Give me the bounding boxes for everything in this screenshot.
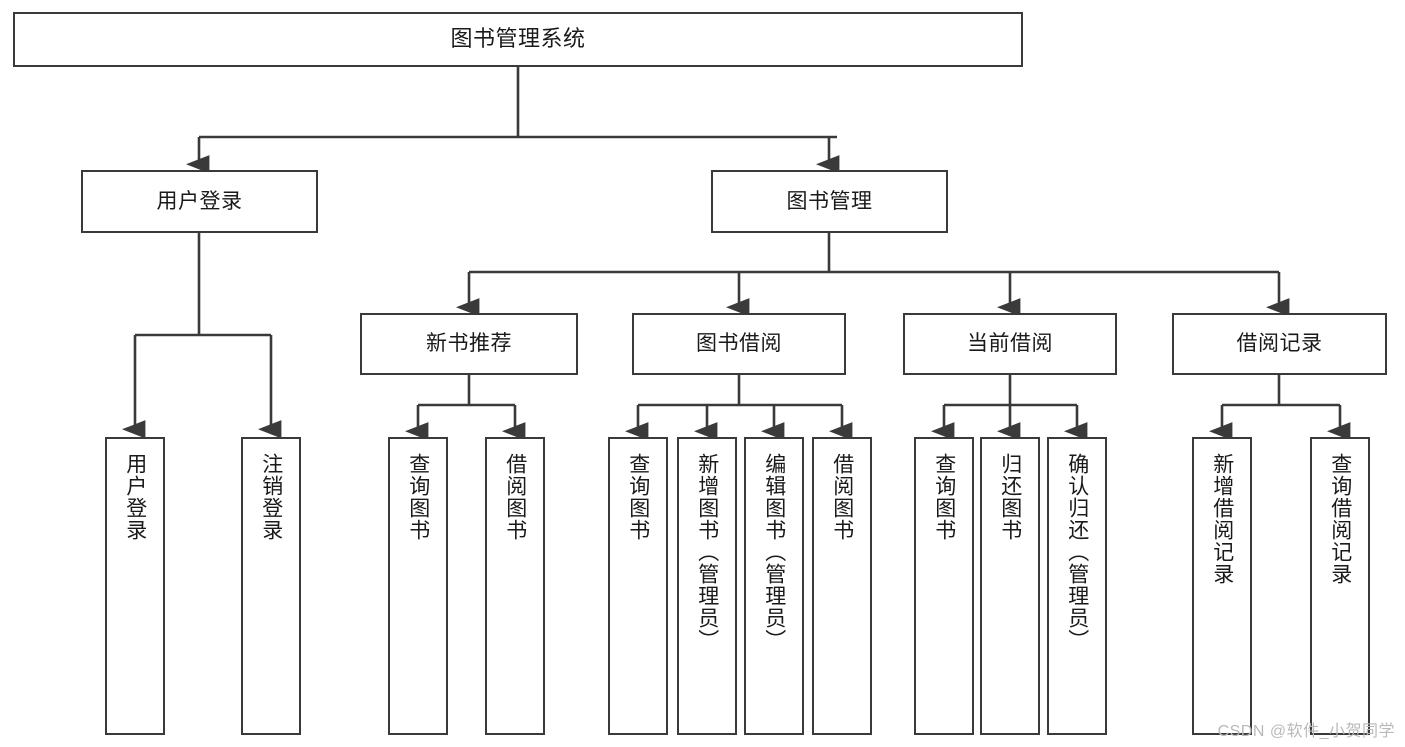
node-leaf-bookborrow-query-book-label: 查询图书 bbox=[626, 453, 650, 541]
node-leaf-bookborrow-edit-book-label: 编辑图书（管理员） bbox=[762, 453, 786, 651]
node-borrow-record-label: 借阅记录 bbox=[1236, 332, 1323, 356]
node-leaf-bookborrow-add-book-label: 新增图书（管理员） bbox=[695, 453, 719, 651]
node-book-borrow[interactable]: 图书借阅 bbox=[632, 313, 846, 375]
node-leaf-currentborrow-query-book[interactable]: 查询图书 bbox=[914, 437, 974, 735]
node-leaf-bookborrow-borrow-book-label: 借阅图书 bbox=[830, 453, 854, 541]
watermark-text: CSDN @软件_小贺同学 bbox=[1217, 723, 1395, 740]
node-leaf-bookborrow-add-book[interactable]: 新增图书（管理员） bbox=[677, 437, 737, 735]
node-leaf-bookborrow-borrow-book[interactable]: 借阅图书 bbox=[812, 437, 872, 735]
node-user-login[interactable]: 用户登录 bbox=[81, 170, 318, 233]
node-leaf-currentborrow-query-book-label: 查询图书 bbox=[932, 453, 956, 541]
node-leaf-currentborrow-confirm-return[interactable]: 确认归还（管理员） bbox=[1047, 437, 1107, 735]
node-borrow-record[interactable]: 借阅记录 bbox=[1172, 313, 1387, 375]
node-leaf-currentborrow-confirm-return-label: 确认归还（管理员） bbox=[1065, 453, 1089, 651]
node-book-management[interactable]: 图书管理 bbox=[711, 170, 948, 233]
node-book-borrow-label: 图书借阅 bbox=[696, 332, 782, 356]
node-root-label: 图书管理系统 bbox=[450, 26, 586, 52]
node-leaf-borrowrecord-add-record[interactable]: 新增借阅记录 bbox=[1192, 437, 1252, 735]
node-leaf-newbook-borrow-book[interactable]: 借阅图书 bbox=[485, 437, 545, 735]
node-leaf-currentborrow-return-book-label: 归还图书 bbox=[998, 453, 1022, 541]
node-leaf-currentborrow-return-book[interactable]: 归还图书 bbox=[980, 437, 1040, 735]
node-leaf-borrowrecord-query-record-label: 查询借阅记录 bbox=[1328, 453, 1352, 585]
node-leaf-user-login[interactable]: 用户登录 bbox=[105, 437, 165, 735]
node-root-book-management-system[interactable]: 图书管理系统 bbox=[13, 12, 1023, 67]
node-leaf-logout-label: 注销登录 bbox=[259, 453, 283, 541]
node-leaf-user-login-label: 用户登录 bbox=[123, 453, 147, 541]
node-leaf-borrowrecord-add-record-label: 新增借阅记录 bbox=[1210, 453, 1234, 585]
node-leaf-bookborrow-edit-book[interactable]: 编辑图书（管理员） bbox=[744, 437, 804, 735]
node-leaf-borrowrecord-query-record[interactable]: 查询借阅记录 bbox=[1310, 437, 1370, 735]
node-leaf-bookborrow-query-book[interactable]: 查询图书 bbox=[608, 437, 668, 735]
node-new-book-recommend-label: 新书推荐 bbox=[426, 332, 512, 356]
node-leaf-newbook-query-book-label: 查询图书 bbox=[406, 453, 430, 541]
node-leaf-logout[interactable]: 注销登录 bbox=[241, 437, 301, 735]
node-leaf-newbook-query-book[interactable]: 查询图书 bbox=[388, 437, 448, 735]
node-current-borrow-label: 当前借阅 bbox=[967, 332, 1053, 356]
node-current-borrow[interactable]: 当前借阅 bbox=[903, 313, 1117, 375]
node-book-management-label: 图书管理 bbox=[786, 189, 873, 213]
node-leaf-newbook-borrow-book-label: 借阅图书 bbox=[503, 453, 527, 541]
node-new-book-recommend[interactable]: 新书推荐 bbox=[360, 313, 578, 375]
node-user-login-label: 用户登录 bbox=[156, 189, 243, 213]
